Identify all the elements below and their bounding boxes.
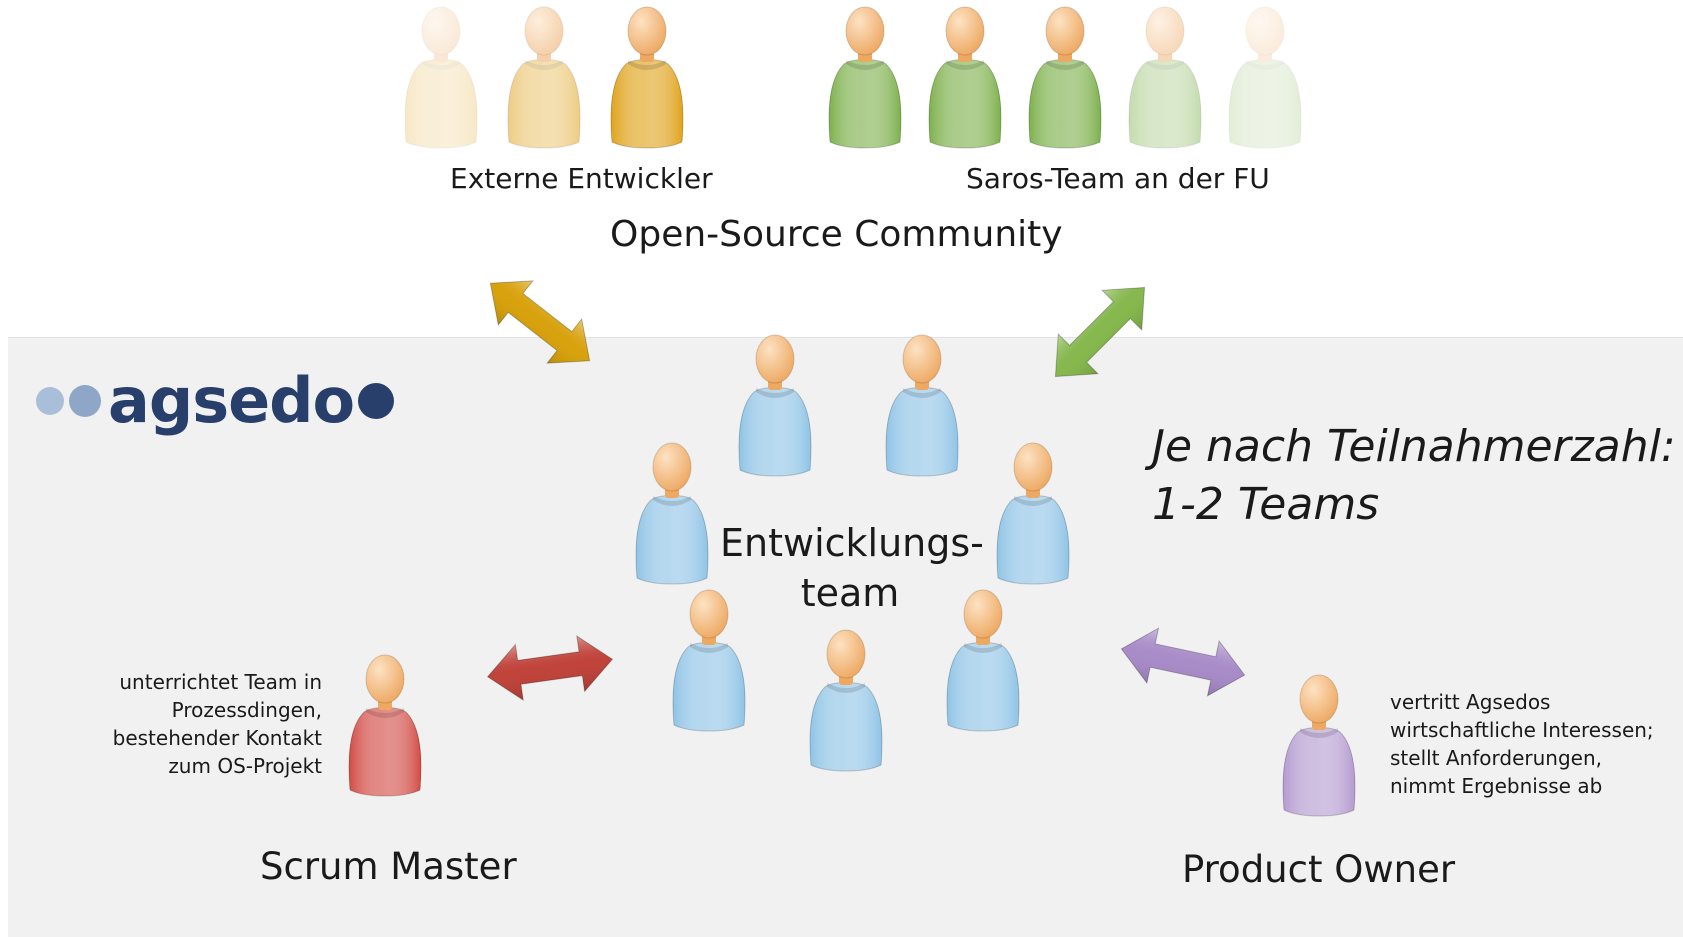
team-member-person-icon bbox=[942, 585, 1024, 737]
external-developer-person-icon bbox=[606, 2, 688, 154]
team-member-person-icon bbox=[631, 438, 713, 590]
external-developer-person-icon bbox=[400, 2, 482, 154]
logo-dot-2 bbox=[69, 385, 101, 417]
saros-team-label: Saros-Team an der FU bbox=[966, 162, 1270, 195]
team-member-person-icon bbox=[805, 625, 887, 777]
saros-team-person-icon bbox=[824, 2, 906, 154]
logo-dot-3 bbox=[358, 383, 395, 419]
team-member-person-icon bbox=[992, 438, 1074, 590]
team-count-note: Je nach Teilnahmerzahl: 1-2 Teams bbox=[1152, 421, 1676, 530]
development-team-label: Entwicklungs- team bbox=[720, 521, 984, 615]
team-member-person-icon bbox=[668, 585, 750, 737]
saros-team-person-icon bbox=[1024, 2, 1106, 154]
external-developers-label: Externe Entwickler bbox=[450, 162, 713, 195]
product-owner-label: Product Owner bbox=[1182, 848, 1456, 891]
logo-dot-1 bbox=[36, 387, 64, 415]
open-source-community-label: Open-Source Community bbox=[610, 214, 1063, 255]
double-arrow-icon-saros bbox=[1031, 263, 1168, 400]
saros-team-person-icon bbox=[1124, 2, 1206, 154]
external-developer-person-icon bbox=[503, 2, 585, 154]
scrum-master-description: unterrichtet Team in Prozessdingen, best… bbox=[112, 670, 322, 778]
product-owner-person-icon bbox=[1278, 670, 1360, 822]
product-owner-description: vertritt Agsedos wirtschaftliche Interes… bbox=[1390, 690, 1654, 798]
scrum-master-person-icon bbox=[344, 650, 426, 802]
double-arrow-icon-scrum-master bbox=[481, 627, 619, 708]
team-member-person-icon bbox=[881, 330, 963, 482]
scrum-master-label: Scrum Master bbox=[260, 845, 517, 888]
saros-team-person-icon bbox=[1224, 2, 1306, 154]
agsedo-logo: agsedo bbox=[36, 365, 399, 437]
team-member-person-icon bbox=[734, 330, 816, 482]
double-arrow-icon-product-owner bbox=[1113, 617, 1253, 707]
logo-text: agsedo bbox=[108, 364, 355, 437]
double-arrow-icon-external bbox=[469, 257, 611, 387]
saros-team-person-icon bbox=[924, 2, 1006, 154]
